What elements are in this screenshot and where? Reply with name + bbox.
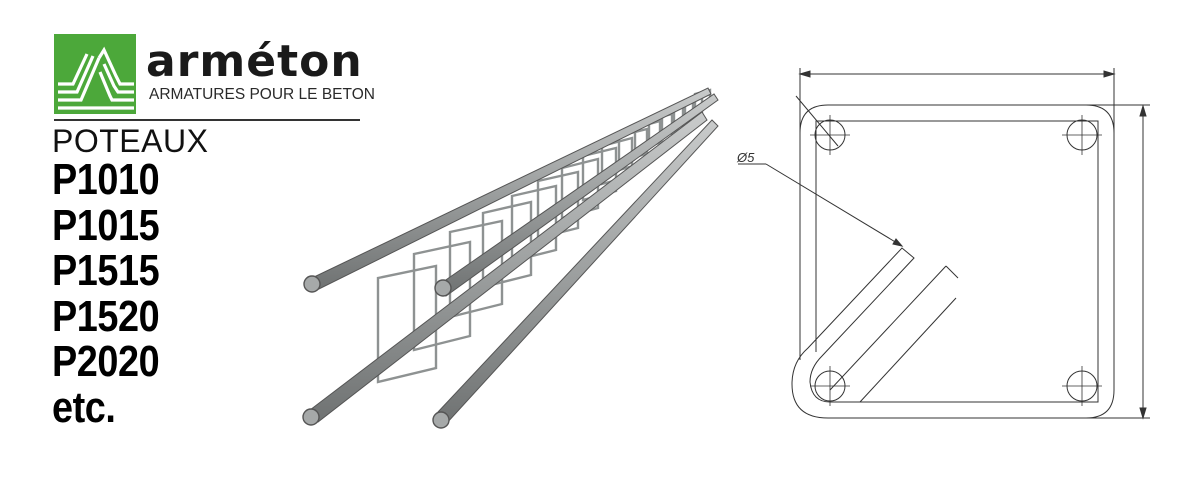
model-item: etc.	[52, 382, 116, 432]
brand-tagline: ARMATURES POUR LE BETON	[149, 86, 375, 103]
stirrup-section-icon	[738, 68, 1150, 420]
diameter-label: Ø5	[737, 150, 755, 165]
model-item: P1515	[52, 246, 160, 295]
model-item: P1015	[52, 200, 160, 250]
divider	[54, 119, 360, 121]
rebar-cage-icon	[302, 87, 719, 429]
model-item: P1010	[52, 155, 160, 204]
logo-mark	[54, 34, 136, 114]
model-list: P1010 P1015 P1515 P1520 P2020 etc.	[52, 157, 177, 430]
brand-name: arméton	[146, 36, 363, 87]
model-item: P1520	[52, 291, 160, 341]
cross-section-drawing	[730, 60, 1150, 440]
model-item: P2020	[52, 337, 160, 386]
product-category: POTEAUX	[52, 123, 209, 159]
armeton-logo-icon	[54, 34, 136, 114]
rebar-cage-illustration	[290, 80, 730, 440]
